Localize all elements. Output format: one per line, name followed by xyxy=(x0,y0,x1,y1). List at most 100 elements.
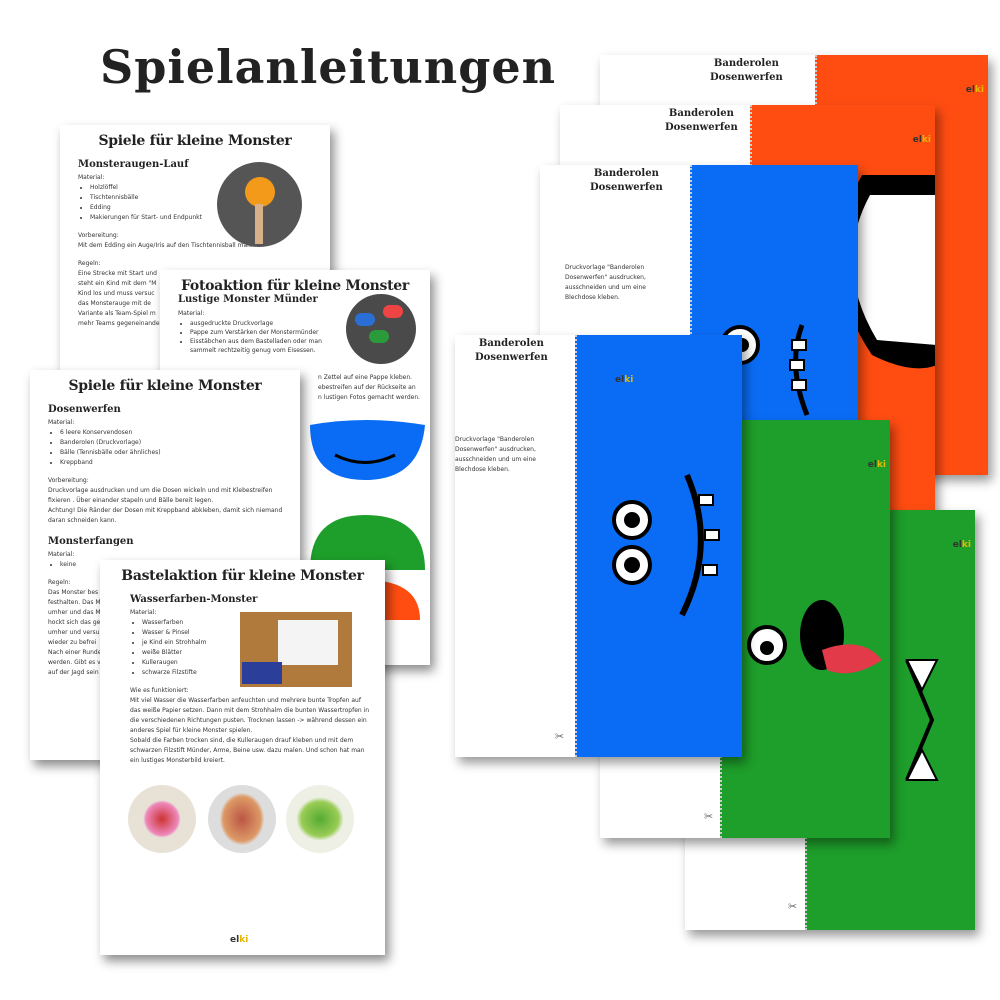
banderole-title-line2: Dosenwerfen xyxy=(475,352,548,363)
text: umher und das M xyxy=(48,609,101,616)
text: werden. Gibt es v xyxy=(48,659,101,666)
text: das weiße Papier setzen. Dann mit dem St… xyxy=(130,707,370,714)
list-item: Wasser & Pinsel xyxy=(142,628,385,638)
monster-mouth-icon xyxy=(839,175,935,369)
text: wieder zu befrei xyxy=(48,639,97,646)
spoon-eye-photo xyxy=(217,162,302,247)
text: n lustigen Fotos gemacht werden. xyxy=(318,394,421,401)
text: hockt sich das ge xyxy=(48,619,101,626)
text: umher und versu xyxy=(48,629,100,636)
text: Mit viel Wasser die Wasserfarben anfeuch… xyxy=(130,697,361,704)
section-heading: Wasserfarben-Monster xyxy=(130,594,258,605)
text: ein lustiges Monsterbild kreiert. xyxy=(130,757,225,764)
list-item: Kreppband xyxy=(60,458,300,468)
text: Variante als Team-Spiel m xyxy=(78,310,156,317)
text: Nach einer Runde xyxy=(48,649,102,656)
monster-art-photo-3 xyxy=(286,785,354,853)
list-item: Tischtennisbälle xyxy=(90,193,330,203)
elki-logo: elki xyxy=(965,85,984,95)
text: Eine Strecke mit Start und xyxy=(78,270,157,277)
list-item: Makierungen für Start- und Endpunkt xyxy=(90,213,330,223)
list-item: keine xyxy=(60,560,300,570)
text: fixieren . Über einander stapeln und Bäl… xyxy=(48,497,214,504)
page-title: Spiele für kleine Monster xyxy=(98,133,292,149)
label: Wie es funktioniert: xyxy=(130,687,189,694)
page-bastelaktion: Bastelaktion für kleine Monster Wasserfa… xyxy=(100,560,385,955)
label: Material: xyxy=(178,310,205,317)
text: die verschiedenen Richtungen pusten. Tro… xyxy=(130,717,367,724)
banderole-instruction: Druckvorlage "Banderolen Dosenwerfen" au… xyxy=(455,436,536,473)
scissors-icon: ✂ xyxy=(788,900,798,913)
elki-logo: elki xyxy=(615,375,634,385)
list-item: Holzlöffel xyxy=(90,183,330,193)
list-item: Wasserfarben xyxy=(142,618,385,628)
text: Druckvorlage ausdrucken und um die Dosen… xyxy=(48,487,273,494)
text: anderes Spiel für kleine Monster spielen… xyxy=(130,727,253,734)
page-title: Bastelaktion für kleine Monster xyxy=(121,568,364,584)
text: festhalten. Das M xyxy=(48,599,101,606)
list-item: Eisstäbchen aus dem Bastelladen oder man… xyxy=(190,337,340,355)
monster-mouths-photo xyxy=(346,294,416,364)
text: n Zettel auf eine Pappe kleben. xyxy=(318,374,413,381)
label: Regeln: xyxy=(48,579,71,586)
text: Das Monster bes xyxy=(48,589,99,596)
text: Mit dem Edding ein Auge/Iris auf den Tis… xyxy=(78,242,259,249)
banderole-instruction: Druckvorlage "Banderolen Dosenwerfen" au… xyxy=(565,264,646,301)
list-item: schwarze Filzstifte xyxy=(142,668,385,678)
list-item: Bälle (Tennisbälle oder ähnliches) xyxy=(60,448,300,458)
text: daran schneiden kann. xyxy=(48,517,117,524)
text: Sobald die Farben trocken sind, die Kull… xyxy=(130,737,354,744)
list-item: Kulleraugen xyxy=(142,658,385,668)
section-heading: Monsteraugen-Lauf xyxy=(78,159,189,170)
monster-art-photo-1 xyxy=(128,785,196,853)
monster-mouth-icon xyxy=(905,659,939,781)
text: steht ein Kind mit dem "M xyxy=(78,280,157,287)
text: schwarzen Filzstift Münder, Arme, Beine … xyxy=(130,747,365,754)
elki-logo: elki xyxy=(867,460,886,470)
main-title: Spielanleitungen xyxy=(100,40,557,94)
monster-face-icon xyxy=(747,600,882,674)
scissors-icon: ✂ xyxy=(704,810,714,823)
section-heading: Monsterfangen xyxy=(48,536,134,547)
banderole-title-line1: Banderolen xyxy=(593,168,659,179)
banderole-title-line1: Banderolen xyxy=(668,108,734,119)
elki-logo: elki xyxy=(952,540,971,550)
section-heading: Dosenwerfen xyxy=(48,404,121,415)
list-item: 6 leere Konservendosen xyxy=(60,428,300,438)
text: das Monsterauge mit de xyxy=(78,300,151,307)
banderole-title-line2: Dosenwerfen xyxy=(710,72,783,83)
list-item: je Kind ein Strohhalm xyxy=(142,638,385,648)
label: Material: xyxy=(78,174,105,181)
elki-logo: elki xyxy=(912,135,931,145)
monster-face-icon xyxy=(612,473,720,617)
scissors-icon: ✂ xyxy=(555,730,565,743)
elki-logo: elki xyxy=(230,935,249,945)
banderole-title-line1: Banderolen xyxy=(713,58,779,69)
text: mehr Teams gegeneinander xyxy=(78,320,163,327)
list-item: Banderolen (Druckvorlage) xyxy=(60,438,300,448)
label: Vorbereitung: xyxy=(48,477,89,484)
list-item: weiße Blätter xyxy=(142,648,385,658)
banderole-title-line2: Dosenwerfen xyxy=(590,182,663,193)
text: ebestreifen auf der Rückseite an xyxy=(318,384,416,391)
label: Material: xyxy=(48,551,75,558)
list-item: ausgedruckte Druckvorlage xyxy=(190,319,340,328)
page-title: Fotoaktion für kleine Monster xyxy=(181,278,409,294)
text: auf der Jagd sein xyxy=(48,669,99,676)
label: Material: xyxy=(48,419,75,426)
label: Regeln: xyxy=(78,260,101,267)
list-item: Pappe zum Verstärken der Monstermünder xyxy=(190,328,340,337)
label: Material: xyxy=(130,609,157,616)
banderole-title-line2: Dosenwerfen xyxy=(665,122,738,133)
banderole-title-line1: Banderolen xyxy=(478,338,544,349)
text: Achtung! Die Ränder der Dosen mit Kreppb… xyxy=(48,507,283,514)
text: Kind los und muss versuc xyxy=(78,290,155,297)
watercolor-supplies-photo xyxy=(240,612,352,687)
list-item: Edding xyxy=(90,203,330,213)
monster-art-photo-2 xyxy=(208,785,276,853)
